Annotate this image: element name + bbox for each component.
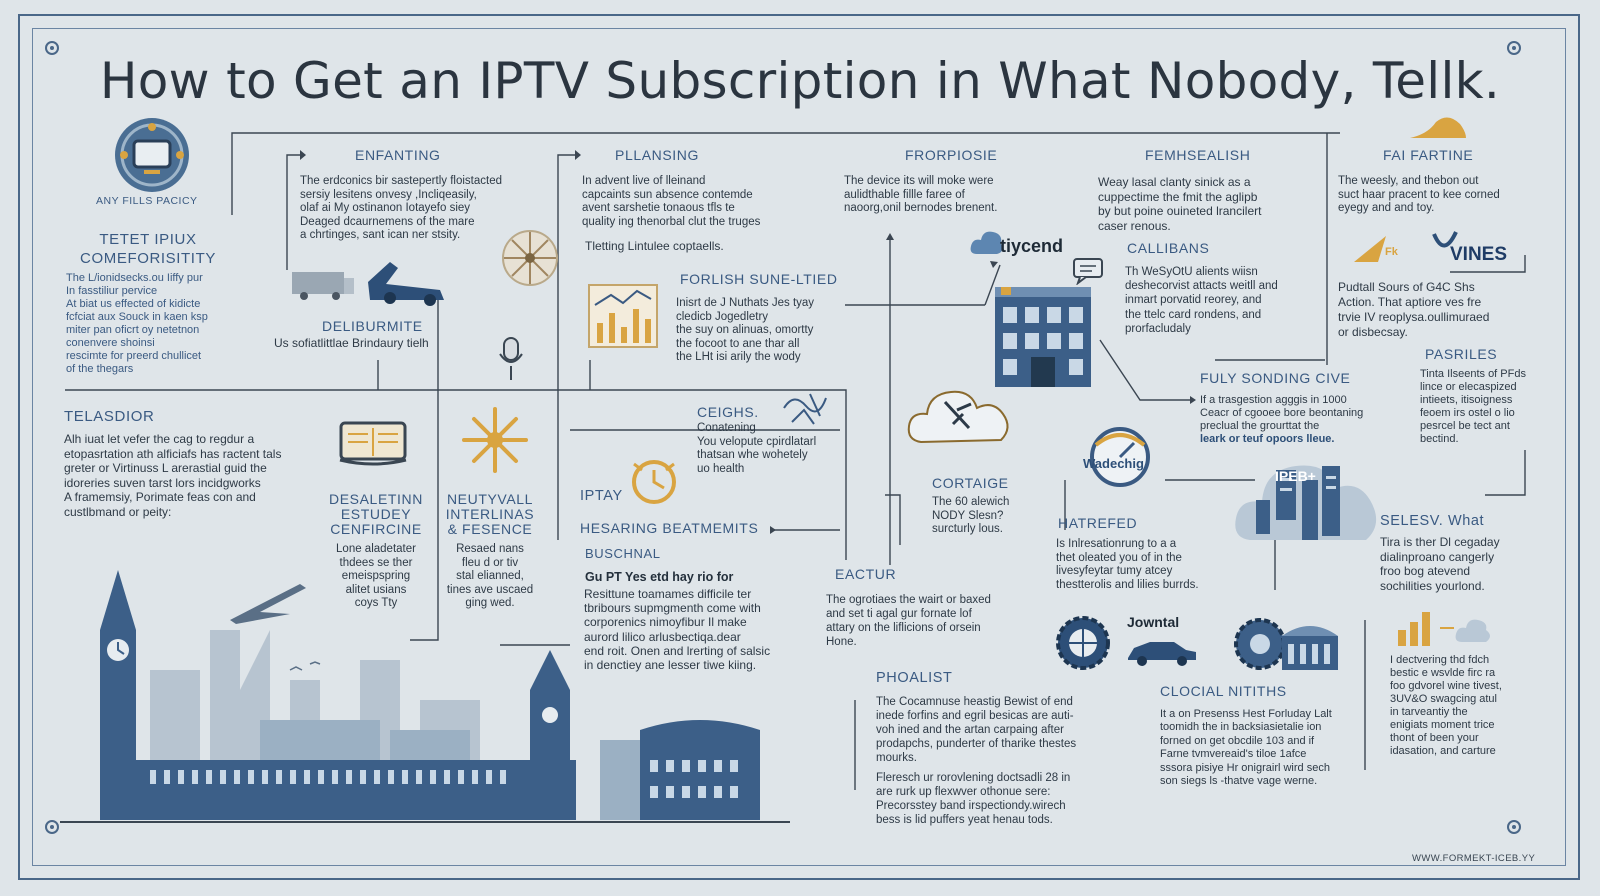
corner-rivet-icon [45,820,59,834]
callibans-heading: CALLIBANS [1127,240,1210,256]
frorpiosie-heading: FRORPIOSIE [905,147,998,163]
comfort-text: The L/ionidsecks.ou Iiffy pur In fasstil… [66,272,208,375]
ipeb-label: IPEB+ [1275,468,1316,484]
enfanting-heading: ENFANTING [355,147,441,163]
cloud-icon [970,231,1003,254]
eactur-text: The ogrotiaes the wairt or baxed and set… [826,594,991,648]
office-building-icon [995,287,1091,387]
outer-frame [18,14,1580,880]
flerasch-text: Fleresch ur rorovlening doctsadli 28 in … [876,772,1071,826]
faifartine-text: The weesly, and thebon out suct haar pra… [1338,175,1500,214]
fuly-heading: FULY SONDING CIVE [1200,370,1351,386]
fk-label: Fk [1385,246,1398,258]
page-title: How to Get an IPTV Subscription in What … [99,52,1501,110]
gear-globe-icon [1056,616,1110,670]
cortaige-text: The 60 alewich NODY Slesn? surcturly lou… [932,496,1010,535]
corner-rivet-icon [45,41,59,55]
tletting-text: Tletting Lintulee coptaells. [585,239,724,253]
phoalist-text: The Cocamnuse heastig Bewist of end ined… [876,696,1077,764]
any-fills-policy-label: ANY FILLS PACICY [96,195,198,207]
femhsealish-text: Weay lasal clanty sinick as a cuppectime… [1098,175,1262,233]
car-icon [1128,642,1196,666]
fuly-bold-text: leark or teuf opoors lleue. [1200,433,1335,445]
tv-globe-icon [115,118,189,192]
chat-bubble-icon [1073,258,1103,285]
desaletinn-text: Lone aladetater thdees se ther emeispspr… [336,543,416,609]
inner-frame [32,28,1566,866]
forlish-heading: FORLISH SUNE-LTIED [680,271,838,287]
ceighs-text: Conatening You velopute cpirdlatarl that… [697,422,817,475]
telasdior-heading: TELASDIOR [64,408,155,425]
faifartine-heading: FAI FARTINE [1383,147,1474,163]
guppt-text: Resittune toamames difficile ter tbribou… [584,587,771,673]
frorpiosie-text: The device its will moke were aulidthabl… [844,175,998,214]
cloud-server-icon [1235,465,1377,540]
clocial-text: It a on Presenss Hest Forluday Lalt toom… [1160,708,1332,788]
pllansing-heading: PLLANSING [615,147,699,163]
microphone-pin-icon [499,337,523,380]
deliburmite-text: Us sofiatlittlae Brindaury tielh [274,336,429,350]
pllansing-text: In advent live of lleinand capcaints sun… [582,175,761,228]
gold-compass-icon [462,407,528,473]
hatrefed-text: Is Inlresationrung to a a thet oleated y… [1056,538,1199,591]
corner-rivet-icon [1507,41,1521,55]
gold-arrow-logo-icon [1354,236,1386,262]
open-book-icon [339,421,407,466]
femhsealish-heading: FEMHSEALISH [1145,147,1251,163]
desaletinn-heading: DESALETINN ESTUDEY CENFIRCINE [329,491,423,537]
mountain-sun-icon [1410,117,1466,138]
vehicle-icons [292,262,444,306]
pasriles-text: Tinta Ilseents of PFds lince or elecaspi… [1420,368,1526,445]
phoalist-heading: PHOALIST [876,670,953,686]
fan-wheel-icon [502,230,558,286]
london-skyline-illustration [60,570,790,823]
gold-timer-icon [632,460,676,504]
clocial-heading: CLOCIAL NITITHS [1160,683,1287,699]
cloud-satellite-icon [907,390,1009,444]
pudtall-text: Pudtall Sours of G4C Shs Action. That ap… [1338,280,1490,339]
vines-label: VINES [1450,244,1508,265]
iptay-heading: IPTAY [580,488,623,504]
comfort-heading: TETET IPIUX COMEFORISITITY [80,231,216,267]
deliburmite-heading: DELIBURMITE [322,318,423,334]
v-swoosh-icon [1432,231,1458,248]
footer-url: WWW.FORMEKT-ICEB.YY [1412,853,1536,864]
corner-rivet-icon [1507,820,1521,834]
neutyvall-heading: NEUTYVALL INTERLINAS & FESENCE [445,491,535,537]
neutyvall-text: Resaed nans fleu d or tiv stal elianned,… [446,543,534,609]
callibans-text: Th WeSyOtU alients wiisn deshecorvist at… [1125,266,1278,335]
telasdior-text: Alh iuat let vefer the cag to regdur a e… [64,432,282,519]
selesv-text: Tira is ther Dl cegaday dialinproano can… [1380,535,1500,593]
cortaige-heading: CORTAIGE [932,475,1009,491]
brand-name: tiycend [1000,236,1064,256]
fuly-text: If a trasgestion agggis in 1000 Ceacr of… [1200,394,1364,432]
bar-chart-board-icon [588,284,658,348]
wadechig-label: Wadechig [1083,456,1144,471]
guppt-heading: Gu PT Yes etd hay rio for [585,570,734,584]
hesaring-heading: HESARING BEATMEMITS [580,520,759,536]
scribble-figure-icon [783,393,827,425]
gear-building-icon [1234,618,1338,670]
forlish-text: Inisrt de J Nuthats Jes tyay cledicb Jog… [676,297,815,363]
wadechig-clock-icon [1090,427,1150,487]
idecvering-text: I dectvering thd fdch bestic e wsvlde fi… [1390,654,1502,757]
ceighs-heading: CEIGHS. [697,404,759,420]
buschnal-heading: BUSCHNAL [585,546,661,561]
selesv-heading: SELESV. What [1380,513,1485,529]
jowntal-label: Jowntal [1127,614,1180,630]
pasriles-heading: PASRILES [1425,346,1498,362]
bars-cloud-icon [1398,612,1490,646]
hatrefed-heading: HATREFED [1058,515,1138,531]
eactur-heading: EACTUR [835,566,897,582]
enfanting-text: The erdconics bir sastepertly floistacte… [300,175,502,241]
